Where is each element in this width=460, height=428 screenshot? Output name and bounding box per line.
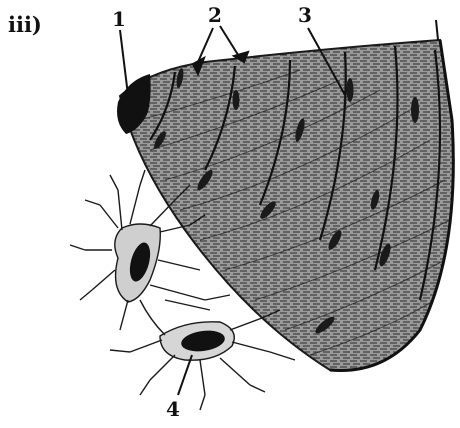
tissue-wedge xyxy=(120,20,453,371)
label-1: 1 xyxy=(112,7,126,31)
label-2: 2 xyxy=(208,3,222,27)
label-3: 3 xyxy=(298,3,312,27)
panel-label: iii) xyxy=(8,12,42,37)
label-4: 4 xyxy=(166,397,180,421)
